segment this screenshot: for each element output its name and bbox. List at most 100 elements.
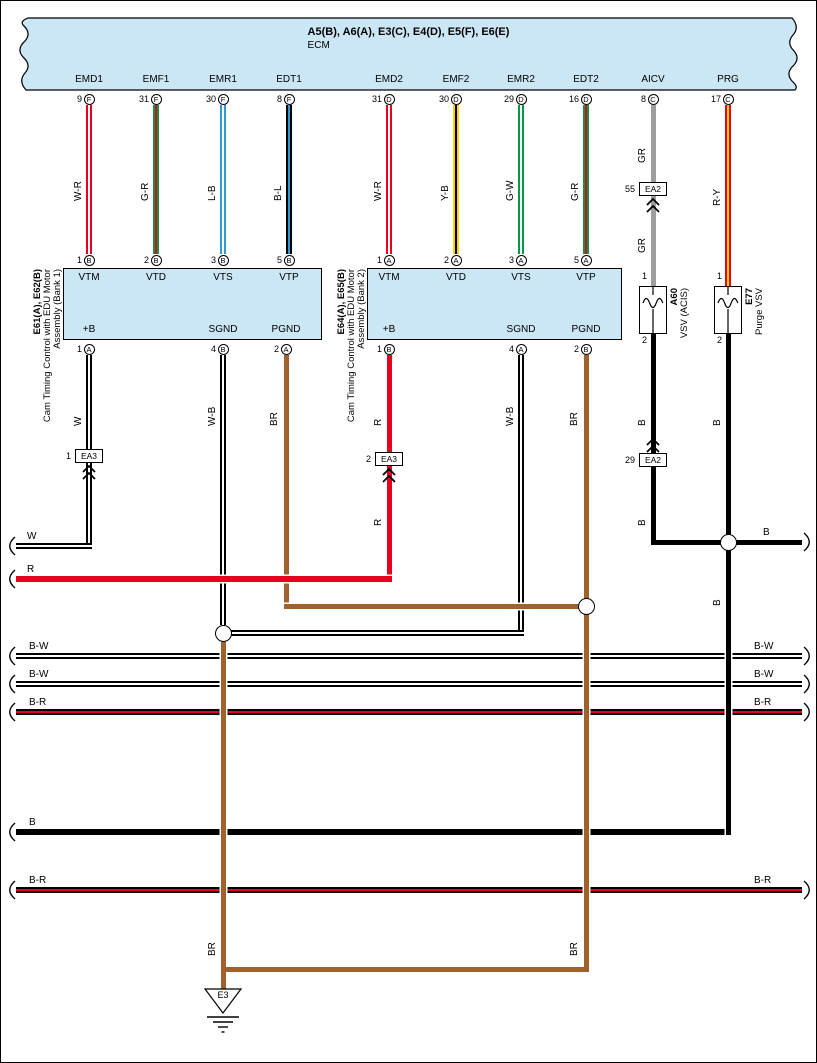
- bank2-pin-number: 1: [376, 255, 382, 265]
- wire-red-horizontal: [16, 576, 392, 582]
- ea2-29-chevron-icon: [646, 437, 660, 453]
- break-mark-left: [9, 569, 16, 589]
- bus-br-1: [16, 709, 802, 715]
- bank1-pin-name: VTM: [78, 272, 100, 283]
- ecm-pin-circle: D: [450, 93, 462, 105]
- wire-emr2: [518, 105, 524, 254]
- ecm-pin-circle: F: [283, 93, 295, 105]
- wire-acis-black-horizontal: [650, 539, 728, 545]
- ea3-2-chevron-icon: [382, 467, 396, 483]
- bank2-pin-name: VTS: [511, 272, 531, 283]
- bank1-pin-number: 1: [76, 255, 82, 265]
- break-mark-left: [9, 702, 16, 722]
- ea2-29-number: 29: [624, 455, 635, 465]
- ecm-pin-circle: D: [580, 93, 592, 105]
- junction-dot-sgnd: [214, 624, 232, 642]
- ecm-pin-circle: D: [383, 93, 395, 105]
- purge-vsv-coil-icon: [717, 286, 739, 334]
- bank1-pin-number: 1: [76, 344, 82, 354]
- ea2-55-number: 55: [624, 184, 635, 194]
- vsv-acis-coil-icon: [642, 286, 664, 334]
- bank1-box: [63, 268, 322, 340]
- bank1-pin-circle: B: [283, 254, 295, 266]
- wire-emf1: [153, 105, 159, 254]
- wire-label-wb-left: W-B: [207, 406, 218, 426]
- label-b-right-junction: B: [763, 527, 770, 538]
- purge-vsv-desc: Purge VSV: [754, 288, 765, 335]
- ecm-pin-circle: F: [217, 93, 229, 105]
- bus-black: [16, 829, 731, 835]
- wire-label-gr-lower: GR: [637, 238, 648, 253]
- ecm-pin-number: 8: [276, 94, 282, 104]
- ecm-title: A5(B), A6(A), E3(C), E4(D), E5(F), E6(E): [307, 26, 510, 38]
- bank1-pin-number: 2: [143, 255, 149, 265]
- wire-label-r-upper: R: [373, 418, 384, 426]
- label-r-left: R: [27, 564, 35, 575]
- wire-label-edt1: B-L: [273, 185, 284, 201]
- ecm-name: ECM: [307, 40, 330, 51]
- bank1-pin-number: 5: [276, 255, 282, 265]
- ea2-29-box: EA2: [639, 453, 667, 467]
- wire-label-r-lower: R: [373, 518, 384, 526]
- wire-label-w: W: [73, 416, 84, 426]
- wire-emf2: [453, 105, 459, 254]
- ecm-pin-number: 31: [371, 94, 382, 104]
- ecm-pin-number: 9: [76, 94, 82, 104]
- bank1-pin-name: VTS: [213, 272, 233, 283]
- break-mark-right: [803, 532, 810, 552]
- wire-label-br-bottom-right: BR: [569, 942, 580, 956]
- bank1-pin-name: PGND: [271, 324, 301, 335]
- bank1-pin-circle: B: [83, 254, 95, 266]
- break-mark-right: [803, 702, 810, 722]
- label-br2-right: B-R: [754, 875, 772, 886]
- break-mark-right: [803, 880, 810, 900]
- label-bbus-left: B: [29, 817, 36, 828]
- ground-symbol: [203, 988, 243, 1033]
- wire-prg: [725, 105, 731, 286]
- ea3-1-chevron-icon: [82, 464, 96, 480]
- wire-purge-black: [725, 334, 731, 835]
- label-bw1-left: B-W: [29, 641, 49, 652]
- ecm-pin-name-emd1: EMD1: [75, 74, 103, 85]
- bank2-pin-name: SGND: [506, 324, 536, 335]
- bank1-pin-number: 3: [210, 255, 216, 265]
- bank2-box: [367, 268, 622, 340]
- wire-edt2: [583, 105, 589, 254]
- bank2-pin-name: +B: [382, 324, 396, 335]
- wire-sgnd1: [220, 354, 226, 625]
- bank2-pin-number: 5: [573, 255, 579, 265]
- wire-label-emr2: G-W: [505, 180, 516, 201]
- label-br1-left: B-R: [29, 697, 47, 708]
- break-mark-left: [9, 822, 16, 842]
- break-mark-left: [9, 536, 16, 556]
- bank2-desc2: Assembly (Bank 2): [356, 269, 367, 349]
- wire-emr1: [220, 105, 226, 254]
- wire-label-emd2: W-R: [373, 181, 384, 201]
- ecm-pin-number: 8: [640, 94, 646, 104]
- wire-black-horizontal-right: [728, 539, 802, 545]
- bank2-pin-circle: A: [383, 254, 395, 266]
- ea3-1-number: 1: [65, 451, 71, 461]
- wire-label-br-bottom-left: BR: [207, 942, 218, 956]
- wire-edt1: [286, 105, 292, 254]
- ecm-pin-circle: C: [722, 93, 734, 105]
- ea3-2-box: EA3: [375, 452, 403, 466]
- bank2-pin-name: VTM: [378, 272, 400, 283]
- ecm-pin-number: 30: [438, 94, 449, 104]
- ecm-pin-circle: C: [647, 93, 659, 105]
- ecm-pin-name-prg: PRG: [717, 74, 739, 85]
- label-bw2-right: B-W: [754, 669, 774, 680]
- junction-dot-pgnd: [577, 597, 595, 615]
- ecm-header: A5(B), A6(A), E3(C), E4(D), E5(F), E6(E)…: [1, 25, 816, 53]
- ecm-pin-circle: F: [83, 93, 95, 105]
- bus-bw-1: [16, 653, 802, 659]
- label-bw1-right: B-W: [754, 641, 774, 652]
- purge-vsv-pin-top: 1: [716, 271, 722, 281]
- wire-label-edt2: G-R: [570, 182, 581, 201]
- bank1-pin-number: 2: [273, 344, 279, 354]
- bank2-pin-circle: A: [450, 254, 462, 266]
- bank2-pin-number: 2: [443, 255, 449, 265]
- wire-label-br-right: BR: [569, 412, 580, 426]
- bank1-pin-name: VTD: [146, 272, 166, 283]
- wire-brown-to-ground-right: [583, 354, 589, 972]
